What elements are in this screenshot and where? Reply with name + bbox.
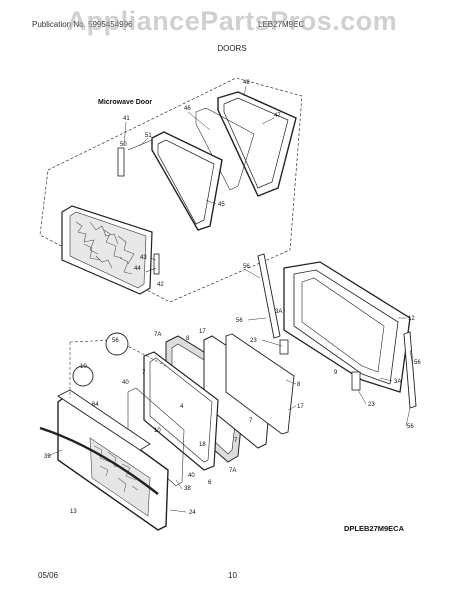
screw-detail-circle <box>105 332 129 356</box>
callout-7a-a: 7A <box>154 332 161 338</box>
callout-44: 44 <box>134 266 141 272</box>
oven-hinge-right <box>351 371 361 391</box>
callout-47: 47 <box>274 113 281 119</box>
microwave-hinge-link <box>127 139 153 151</box>
callout-40-a: 40 <box>122 380 129 386</box>
footer-page-number: 10 <box>228 571 237 580</box>
callout-7-a: 7 <box>249 418 253 424</box>
watermark-logo: AppliancePartsPros.com <box>66 6 398 36</box>
leader-lines <box>47 85 413 513</box>
callout-48: 48 <box>243 80 250 86</box>
callout-56-d: 56 <box>407 424 414 430</box>
callout-42: 42 <box>157 282 164 288</box>
callout-43: 43 <box>140 255 147 261</box>
callout-40-b: 40 <box>188 473 195 479</box>
callout-51: 51 <box>145 133 152 139</box>
model-number: LEB27M9EC <box>258 20 305 29</box>
callout-6: 6 <box>208 480 212 486</box>
diagram-code: DPLEB27M9ECA <box>344 524 405 533</box>
callout-7-c: 7 <box>234 438 238 444</box>
callout-18: 18 <box>199 442 206 448</box>
callout-13: 13 <box>70 509 77 515</box>
callout-45: 45 <box>218 202 225 208</box>
callout-56-c: 56 <box>414 360 421 366</box>
callout-3a-a: 3A <box>275 309 282 315</box>
callout-56-b: 56 <box>236 318 243 324</box>
callout-64: 64 <box>92 402 99 408</box>
callout-4: 4 <box>180 404 184 410</box>
oven-top-trim <box>57 389 151 451</box>
callout-7a-b: 7A <box>229 468 236 474</box>
callout-10-a: 10 <box>80 364 87 370</box>
section-label: Microwave Door <box>98 99 152 106</box>
microwave-outer-frame <box>217 91 297 197</box>
oven-outer-door <box>39 395 169 531</box>
callout-23-a: 23 <box>250 338 257 344</box>
callout-46: 46 <box>184 106 191 112</box>
microwave-glass <box>195 107 255 191</box>
publication-number: Publication No. 5995454996 <box>32 20 133 29</box>
callout-17-b: 17 <box>297 404 304 410</box>
callout-3a-b: 3A <box>394 379 401 385</box>
microwave-hinge <box>117 147 125 177</box>
oven-side-trim-left <box>257 253 281 339</box>
oven-side-trim-right <box>403 331 417 409</box>
callout-10-b: 10 <box>154 428 161 434</box>
oven-inner-door <box>283 261 411 393</box>
oven-window-pack <box>143 351 219 471</box>
microwave-lower-hinge <box>153 253 160 275</box>
callout-39: 39 <box>44 454 51 460</box>
callout-41: 41 <box>123 116 130 122</box>
microwave-inner-frame <box>151 131 223 231</box>
callout-7-b: 7 <box>142 370 146 376</box>
callout-56-e: 56 <box>112 338 119 344</box>
callout-24: 24 <box>189 510 196 516</box>
callout-17-a: 17 <box>199 329 206 335</box>
callout-9: 9 <box>334 370 338 376</box>
callout-50: 50 <box>120 142 127 148</box>
oven-hinge-left <box>279 339 289 355</box>
callout-23-b: 23 <box>368 402 375 408</box>
footer-date: 05/06 <box>38 571 59 580</box>
microwave-door-panel <box>61 205 153 295</box>
microwave-region-outline <box>39 77 303 303</box>
callout-56-a: 56 <box>243 264 250 270</box>
callout-38: 38 <box>184 486 191 492</box>
callout-12: 12 <box>408 316 415 322</box>
screw-detail-circle-2 <box>72 365 94 387</box>
page-title: DOORS <box>217 44 247 53</box>
callout-8-b: 8 <box>297 382 301 388</box>
callout-8-a: 8 <box>186 336 190 342</box>
